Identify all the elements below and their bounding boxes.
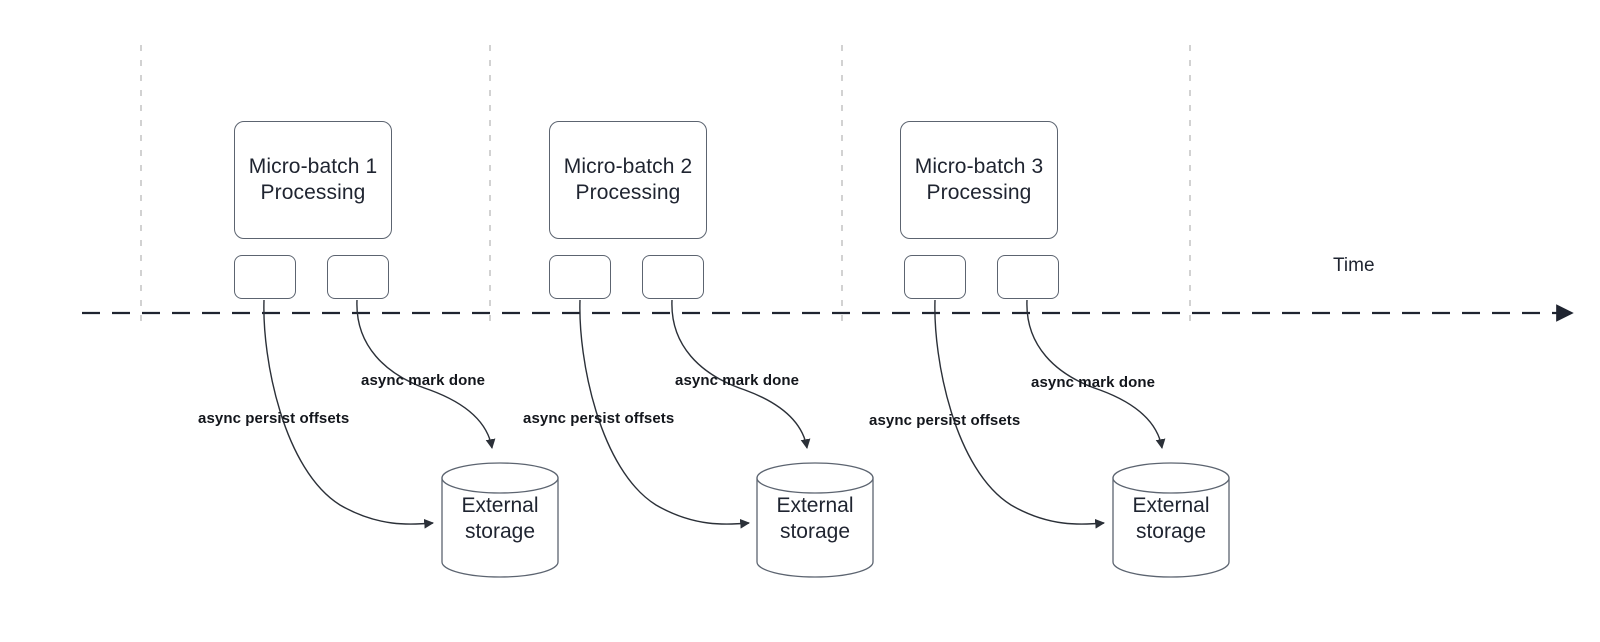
micro-batch-box-1[interactable]: Micro-batch 1 Processing (234, 121, 392, 239)
micro-batch-label-3: Micro-batch 3 Processing (914, 154, 1044, 204)
external-storage-cylinder-top-1 (441, 462, 559, 494)
edge-paths-group (263, 299, 1166, 529)
micro-batch-label-1: Micro-batch 1 Processing (248, 154, 378, 204)
edge-persist-3 (934, 299, 1105, 529)
external-storage-cylinder-top-2 (756, 462, 874, 494)
cylinder-shapes-group (441, 462, 1230, 578)
edge-label-markdone-1: async mark done (361, 372, 486, 389)
edge-persist-2 (579, 299, 750, 529)
async-task-box-1-1[interactable] (234, 255, 296, 299)
async-task-box-1-2[interactable] (327, 255, 389, 299)
edge-label-markdone-2: async mark done (675, 372, 800, 389)
timeline-tick-lines (140, 45, 1191, 330)
micro-batch-label-2: Micro-batch 2 Processing (563, 154, 693, 204)
edge-markdone-3 (1026, 299, 1166, 449)
async-task-box-2-1[interactable] (549, 255, 611, 299)
micro-batch-box-3[interactable]: Micro-batch 3 Processing (900, 121, 1058, 239)
async-task-box-2-2[interactable] (642, 255, 704, 299)
async-task-box-3-2[interactable] (997, 255, 1059, 299)
external-storage-cylinder-top-3 (1112, 462, 1230, 494)
edge-label-persist-3: async persist offsets (869, 412, 1021, 429)
edge-markdone-2 (671, 299, 811, 449)
external-storage-node-3[interactable]: External storage (1113, 463, 1229, 577)
time-axis-label: Time (1333, 255, 1375, 276)
async-task-box-3-1[interactable] (904, 255, 966, 299)
external-storage-cylinder-body-3 (1112, 477, 1230, 578)
external-storage-label-3: External storage (1132, 494, 1210, 544)
edge-label-persist-2: async persist offsets (523, 410, 675, 427)
micro-batch-box-2[interactable]: Micro-batch 2 Processing (549, 121, 707, 239)
edge-markdone-1 (356, 299, 496, 449)
external-storage-node-2[interactable]: External storage (757, 463, 873, 577)
edge-persist-1 (263, 299, 434, 529)
external-storage-label-1: External storage (461, 494, 539, 544)
external-storage-cylinder-body-1 (441, 477, 559, 578)
external-storage-label-2: External storage (776, 494, 854, 544)
edge-label-persist-1: async persist offsets (198, 410, 350, 427)
external-storage-node-1[interactable]: External storage (442, 463, 558, 577)
edge-label-markdone-3: async mark done (1031, 374, 1156, 391)
external-storage-cylinder-body-2 (756, 477, 874, 578)
